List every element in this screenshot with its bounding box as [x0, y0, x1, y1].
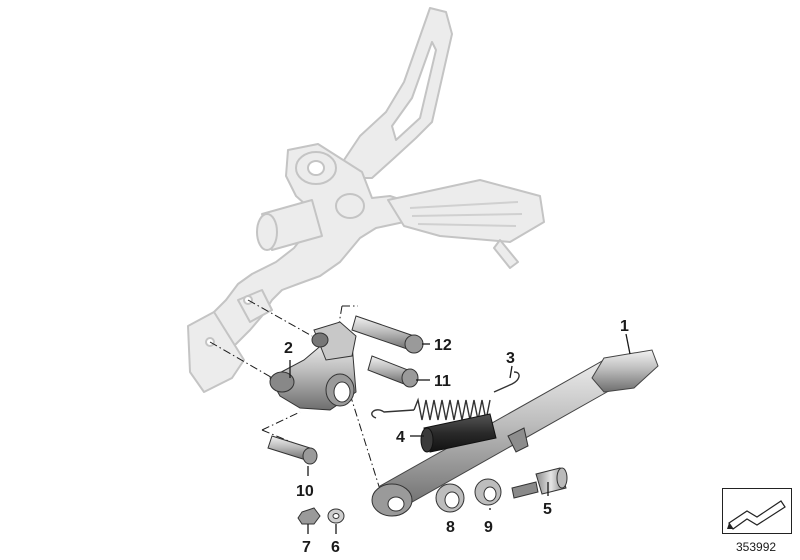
- callout-3: 3: [506, 350, 515, 367]
- callout-6: 6: [331, 539, 340, 556]
- bolt-10: [267, 435, 318, 465]
- footrest-bracket-ghost: [187, 7, 545, 393]
- callout-labels: 1 2 3 4 5 6 7 8 9 10 11 12: [284, 318, 629, 556]
- callout-1: 1: [620, 318, 629, 335]
- side-stand: [371, 349, 659, 517]
- callout-12: 12: [434, 337, 452, 354]
- reference-arrow-icon: [727, 500, 786, 530]
- nut-7: [297, 507, 321, 525]
- rubber-sleeve: [420, 413, 497, 453]
- callout-10: 10: [296, 483, 314, 500]
- diagram-number: 353992: [736, 540, 777, 554]
- callout-4: 4: [396, 429, 405, 446]
- screw-5: [511, 467, 568, 499]
- reference-symbol-box: [722, 488, 792, 534]
- callout-7: 7: [302, 539, 311, 556]
- leader-lines: [289, 333, 631, 534]
- callout-2: 2: [284, 340, 293, 357]
- bolt-11: [367, 355, 419, 388]
- spacer-9: [474, 478, 502, 506]
- callout-9: 9: [484, 519, 493, 536]
- callout-11: 11: [434, 373, 451, 390]
- spacer-8: [435, 483, 465, 513]
- callout-8: 8: [446, 519, 455, 536]
- stand-bracket: [269, 321, 357, 411]
- washer-6: [327, 508, 345, 524]
- bolt-12: [351, 315, 424, 354]
- callout-5: 5: [543, 501, 552, 518]
